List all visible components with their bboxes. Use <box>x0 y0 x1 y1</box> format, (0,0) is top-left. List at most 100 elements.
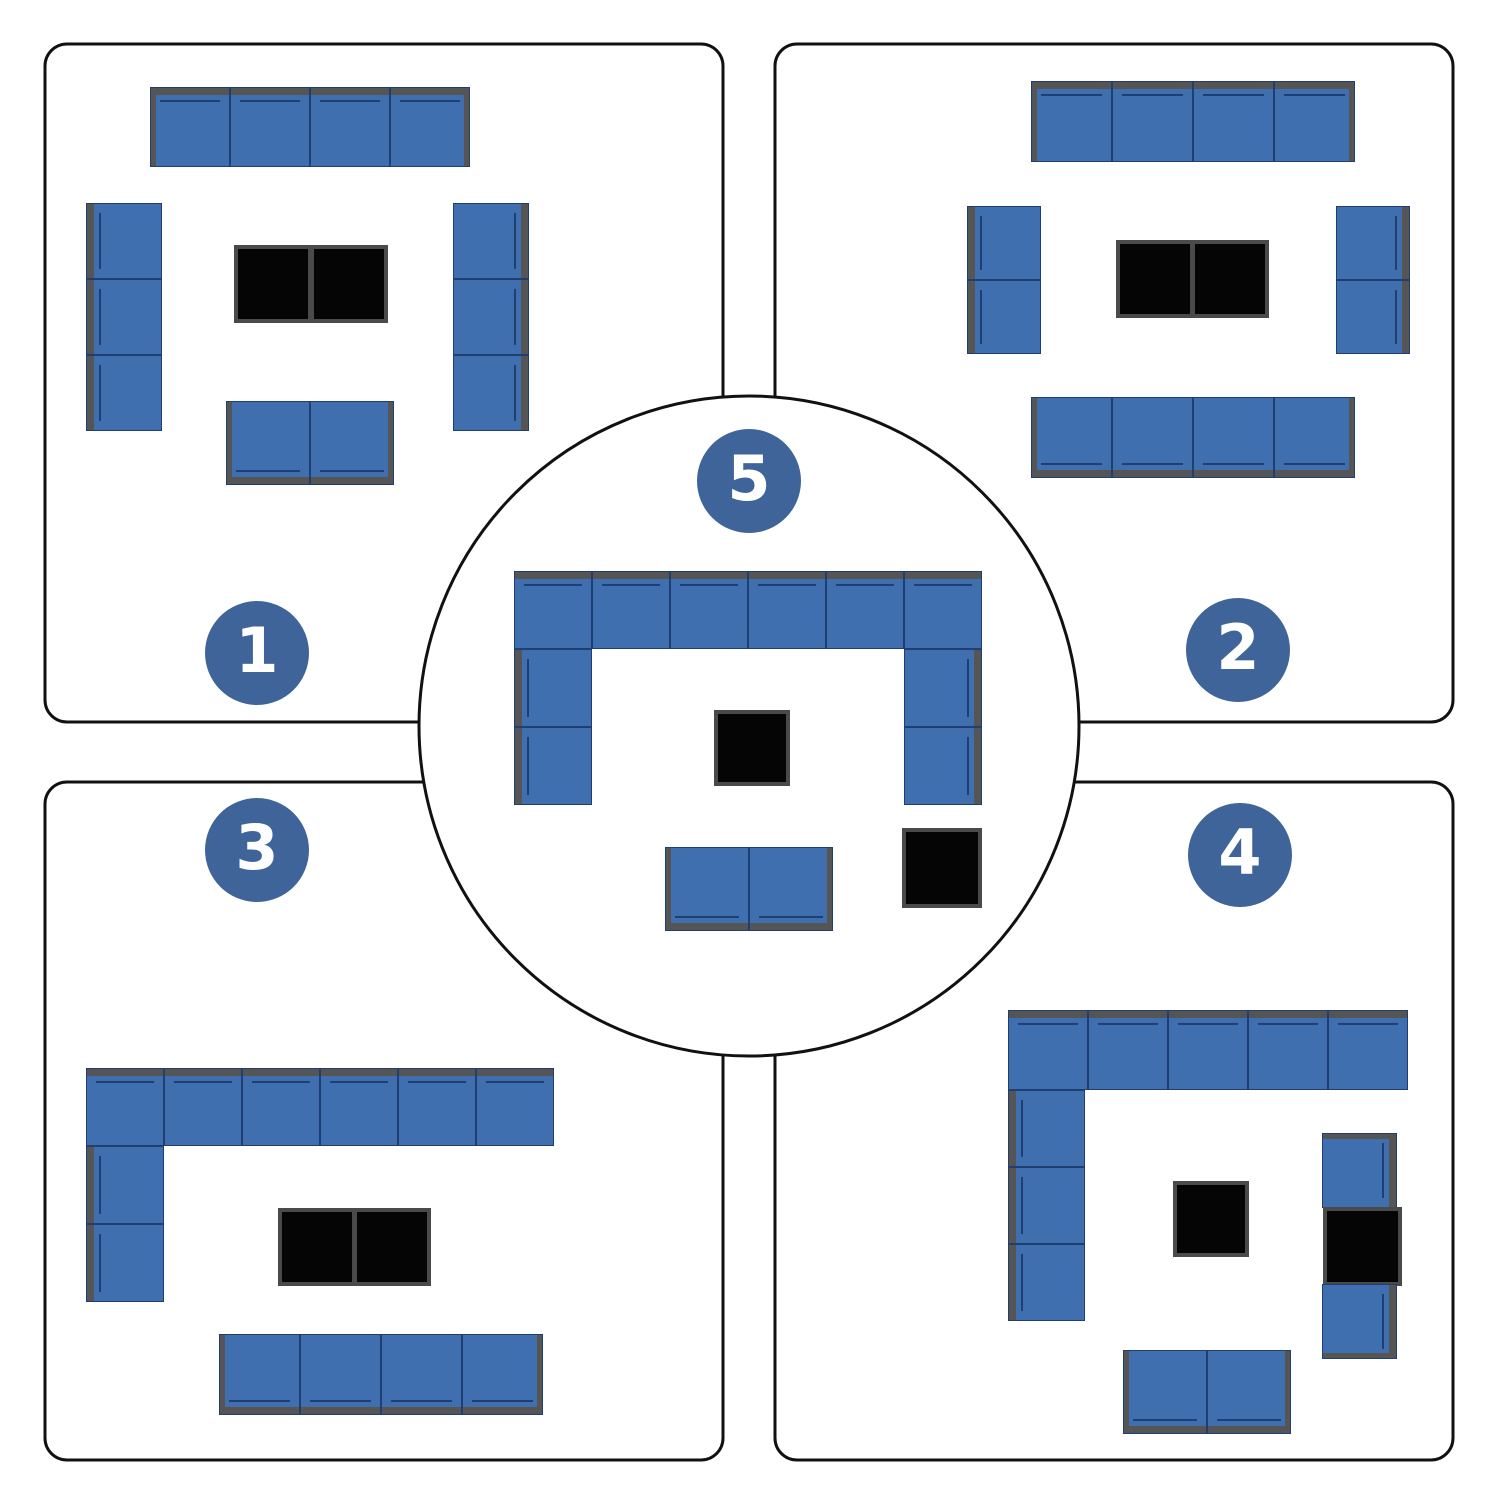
cushion-edge <box>86 1146 164 1224</box>
sofa-seat <box>967 206 1041 280</box>
cushion <box>1328 1010 1408 1090</box>
sofa-seat <box>1112 81 1193 162</box>
backrest <box>320 1068 398 1076</box>
cushion <box>592 571 670 649</box>
sofa-seat <box>462 1334 543 1415</box>
cushion-edge <box>967 280 1041 354</box>
sofa-seat <box>514 649 592 727</box>
cushion-edge <box>453 203 529 279</box>
cushion <box>1123 1350 1207 1434</box>
cushion <box>150 87 230 167</box>
cushion-edge <box>1207 1350 1291 1434</box>
coffee-table <box>353 1208 431 1286</box>
cushion <box>1322 1133 1397 1208</box>
cushion-edge <box>164 1068 242 1146</box>
cushion <box>381 1334 462 1415</box>
cushion <box>1088 1010 1168 1090</box>
sofa-seat <box>1328 1010 1408 1090</box>
badge-1: 1 <box>205 601 309 705</box>
badge-circle <box>1186 598 1290 702</box>
backrest <box>226 477 310 485</box>
armrest <box>1031 81 1037 162</box>
backrest <box>150 87 230 95</box>
sofa-seat <box>748 571 826 649</box>
armrest <box>1322 1353 1397 1359</box>
backrest <box>390 87 470 95</box>
cushion-edge <box>226 401 310 485</box>
backrest <box>1248 1010 1328 1018</box>
cushion <box>1248 1010 1328 1090</box>
cushion-edge <box>1112 81 1193 162</box>
cushion-edge <box>476 1068 554 1146</box>
cushion <box>1112 397 1193 478</box>
backrest <box>514 727 522 805</box>
sofa-seat <box>967 280 1041 354</box>
backrest <box>86 1146 94 1224</box>
cushion <box>514 727 592 805</box>
cushion-edge <box>1008 1167 1085 1244</box>
cushion <box>164 1068 242 1146</box>
cushion-edge <box>1322 1284 1397 1359</box>
cushion <box>1322 1284 1397 1359</box>
backrest <box>592 571 670 579</box>
backrest <box>1008 1010 1088 1018</box>
armrest <box>1031 397 1037 478</box>
cushion <box>826 571 904 649</box>
armrest <box>150 87 156 167</box>
sofa-seat <box>390 87 470 167</box>
backrest <box>86 355 94 431</box>
cushion <box>398 1068 476 1146</box>
backrest <box>1402 280 1410 354</box>
cushion-edge <box>310 401 394 485</box>
cushion <box>453 279 529 355</box>
badge-label-2: 2 <box>1216 611 1259 684</box>
sofa-seat <box>453 279 529 355</box>
cushion-edge <box>1193 397 1274 478</box>
cushion <box>514 571 592 649</box>
backrest <box>1168 1010 1248 1018</box>
cushion <box>749 847 833 931</box>
sofa-seat <box>1031 397 1112 478</box>
cushion <box>86 203 162 279</box>
sofa-seat <box>310 87 390 167</box>
cushion-edge <box>453 355 529 431</box>
cushion-edge <box>904 649 982 727</box>
cushion <box>1168 1010 1248 1090</box>
backrest <box>462 1407 543 1415</box>
backrest <box>974 649 982 727</box>
badge-label-3: 3 <box>235 811 278 884</box>
sofa-seat <box>749 847 833 931</box>
backrest <box>967 280 975 354</box>
armrest <box>219 1334 225 1415</box>
cushion <box>230 87 310 167</box>
sofa-seat <box>1207 1350 1291 1434</box>
cushion-edge <box>967 206 1041 280</box>
sofa-seat <box>476 1068 554 1146</box>
backrest <box>1193 470 1274 478</box>
armrest <box>1349 81 1355 162</box>
sofa-seat <box>86 355 162 431</box>
cushion <box>1031 397 1112 478</box>
cushion <box>904 727 982 805</box>
sofa-seat <box>398 1068 476 1146</box>
backrest <box>164 1068 242 1076</box>
cushion <box>242 1068 320 1146</box>
sofa-seat <box>453 355 529 431</box>
cushion-edge <box>1274 397 1355 478</box>
cushion <box>86 279 162 355</box>
sofa-seat <box>1031 81 1112 162</box>
armrest <box>1349 397 1355 478</box>
backrest <box>1207 1426 1291 1434</box>
cushion-edge <box>86 1068 164 1146</box>
badge-4: 4 <box>1188 803 1292 907</box>
sofa-seat <box>592 571 670 649</box>
cushion <box>390 87 470 167</box>
sofa-seat <box>86 1068 164 1146</box>
backrest <box>1112 81 1193 89</box>
armrest <box>665 847 671 931</box>
cushion-edge <box>86 1224 164 1302</box>
backrest <box>514 649 522 727</box>
sofa-seat <box>904 571 982 649</box>
cushion-edge <box>748 571 826 649</box>
cushion-edge <box>1008 1090 1085 1167</box>
